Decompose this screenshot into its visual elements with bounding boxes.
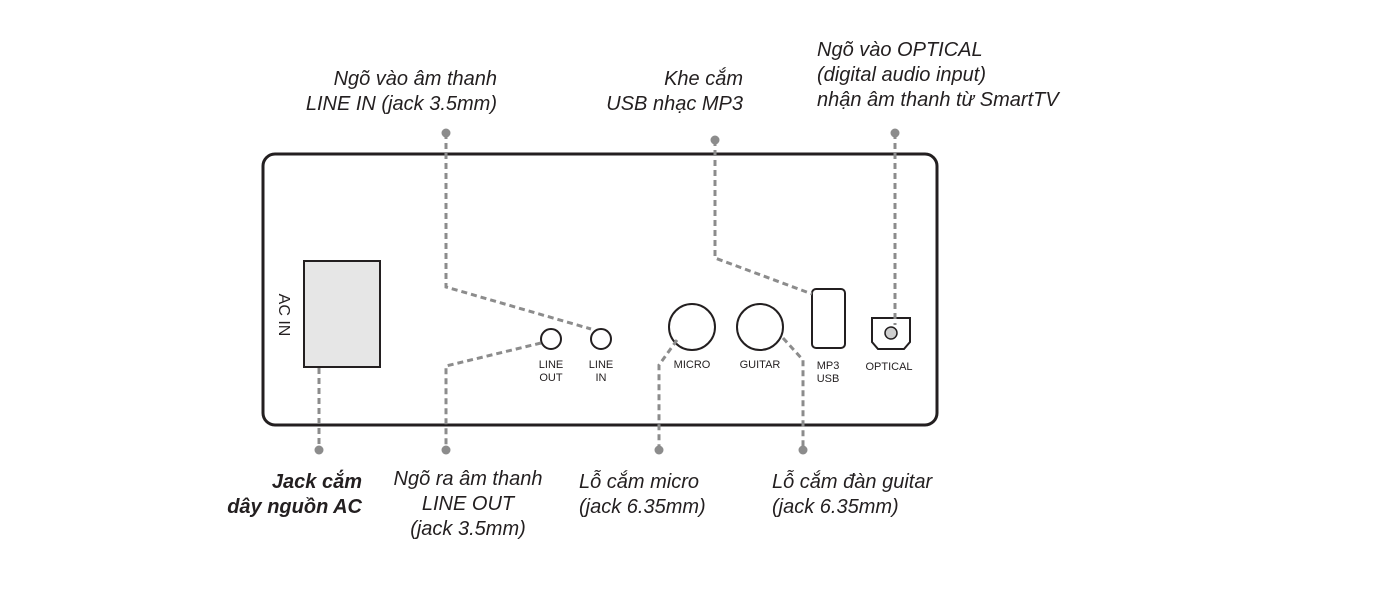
dot-optical <box>890 128 900 138</box>
micro-label: MICRO <box>674 359 711 371</box>
leader-line-out <box>444 341 542 450</box>
callout-line-in-1: Ngõ vào âm thanh <box>333 68 497 90</box>
callout-optical-3: nhận âm thanh từ SmartTV <box>817 89 1059 111</box>
callout-usb-2: USB nhạc MP3 <box>606 93 743 115</box>
dot-ac <box>314 445 324 455</box>
micro-jack <box>668 303 716 351</box>
ac-in-socket <box>303 260 381 368</box>
dot-usb <box>710 135 720 145</box>
callout-micro: Lỗ cắm micro (jack 6.35mm) <box>579 470 706 520</box>
callout-line-out: Ngõ ra âm thanh LINE OUT (jack 3.5mm) <box>383 467 553 542</box>
leader-micro <box>657 339 679 450</box>
line-out-label-2: OUT <box>539 372 563 384</box>
line-in-label: LINE <box>589 359 613 371</box>
callout-micro-2: (jack 6.35mm) <box>579 496 706 518</box>
callout-ac: Jack cắm dây nguồn AC <box>190 470 362 520</box>
guitar-jack <box>736 303 784 351</box>
callout-ac-1: Jack cắm <box>271 471 362 493</box>
usb-label: MP3 <box>817 360 840 372</box>
leader-line-in <box>444 133 592 331</box>
optical-port-center <box>884 326 898 340</box>
callout-optical: Ngõ vào OPTICAL (digital audio input) nh… <box>817 38 1059 113</box>
callout-ac-2: dây nguồn AC <box>227 496 362 518</box>
callout-optical-2: (digital audio input) <box>817 64 986 86</box>
ac-in-label: AC IN <box>275 294 292 337</box>
line-in-jack <box>590 328 612 350</box>
device-panel <box>261 152 939 427</box>
guitar-label: GUITAR <box>740 359 781 371</box>
callout-line-out-3: (jack 3.5mm) <box>410 518 526 540</box>
usb-slot <box>811 288 846 349</box>
dot-line-in <box>441 128 451 138</box>
callout-usb: Khe cắm USB nhạc MP3 <box>560 67 743 117</box>
line-in-label-2: IN <box>596 372 607 384</box>
callout-usb-1: Khe cắm <box>664 68 743 90</box>
dot-line-out <box>441 445 451 455</box>
dot-guitar <box>798 445 808 455</box>
callout-guitar-2: (jack 6.35mm) <box>772 496 899 518</box>
line-out-jack <box>540 328 562 350</box>
callout-line-out-1: Ngõ ra âm thanh <box>393 468 543 490</box>
callout-micro-1: Lỗ cắm micro <box>579 471 700 493</box>
callout-guitar-1: Lỗ cắm đàn guitar <box>772 471 933 493</box>
callout-guitar: Lỗ cắm đàn guitar (jack 6.35mm) <box>772 470 932 520</box>
line-out-label: LINE <box>539 359 563 371</box>
callout-line-in: Ngõ vào âm thanh LINE IN (jack 3.5mm) <box>283 67 497 117</box>
callout-optical-1: Ngõ vào OPTICAL <box>817 39 983 61</box>
dot-micro <box>654 445 664 455</box>
optical-label: OPTICAL <box>865 361 912 373</box>
callout-line-in-2: LINE IN (jack 3.5mm) <box>305 93 497 115</box>
callout-line-out-2: LINE OUT <box>421 493 515 515</box>
usb-label-2: USB <box>817 373 840 385</box>
